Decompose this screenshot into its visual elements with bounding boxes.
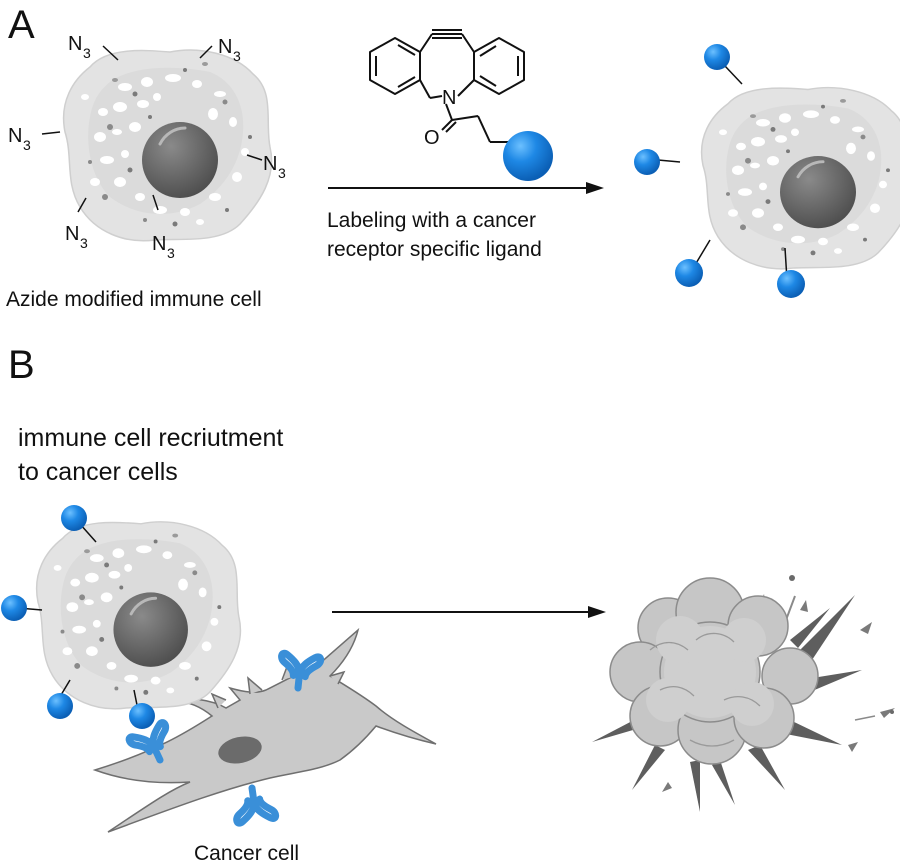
ligand-ball-bottom-right [777, 270, 805, 298]
svg-text:N: N [8, 125, 22, 147]
recruited-ball-bottom [47, 693, 73, 719]
cancer-cell-caption: Cancer cell [194, 842, 299, 865]
receptor-bottom [233, 785, 276, 823]
ligand-ball-left [634, 149, 660, 175]
svg-text:3: 3 [278, 165, 286, 181]
cancer-cell-explosion [592, 575, 895, 812]
azide-label-3: N 3 [8, 125, 31, 153]
ligand-ball-large [503, 131, 553, 181]
svg-text:N: N [263, 153, 277, 175]
recruited-immune-cell [35, 520, 242, 711]
azide-immune-cell [62, 48, 274, 243]
panel-a-letter: A [8, 3, 35, 47]
labeling-caption-line1: Labeling with a cancer [327, 209, 536, 232]
ligand-ball-top [704, 44, 730, 70]
recruited-ball-bound [129, 703, 155, 729]
cancer-nucleus [218, 736, 262, 764]
svg-text:3: 3 [80, 235, 88, 251]
azide-label-5: N 3 [65, 223, 88, 251]
azide-label-6: N 3 [152, 233, 175, 261]
svg-text:3: 3 [233, 48, 241, 64]
svg-text:3: 3 [167, 245, 175, 261]
svg-text:N: N [152, 233, 166, 255]
dbco-ligand-structure [369, 29, 525, 143]
svg-text:3: 3 [83, 45, 91, 61]
killing-arrow [332, 606, 606, 618]
svg-text:N: N [68, 33, 82, 55]
labeling-arrow [328, 182, 604, 194]
recruited-ball-top [61, 505, 87, 531]
recruited-ball-left [1, 595, 27, 621]
azide-label-2: N 3 [218, 36, 241, 64]
azide-cell-caption: Azide modified immune cell [6, 288, 262, 311]
azide-label-4: N 3 [263, 153, 286, 181]
labeled-immune-cell [700, 86, 900, 271]
svg-text:N: N [65, 223, 79, 245]
svg-text:3: 3 [23, 137, 31, 153]
recruitment-heading-line2: to cancer cells [18, 458, 178, 486]
panel-b-letter: B [8, 343, 35, 387]
amide-nitrogen-label: N [442, 87, 456, 109]
recruitment-heading-line1: immune cell recriutment [18, 424, 283, 452]
svg-text:N: N [218, 36, 232, 58]
carbonyl-oxygen-label: O [424, 127, 440, 149]
azide-group-markers [41, 45, 263, 213]
ligand-ball-bottom-left [675, 259, 703, 287]
azide-label-1: N 3 [68, 33, 91, 61]
labeling-caption-line2: receptor specific ligand [327, 238, 542, 261]
